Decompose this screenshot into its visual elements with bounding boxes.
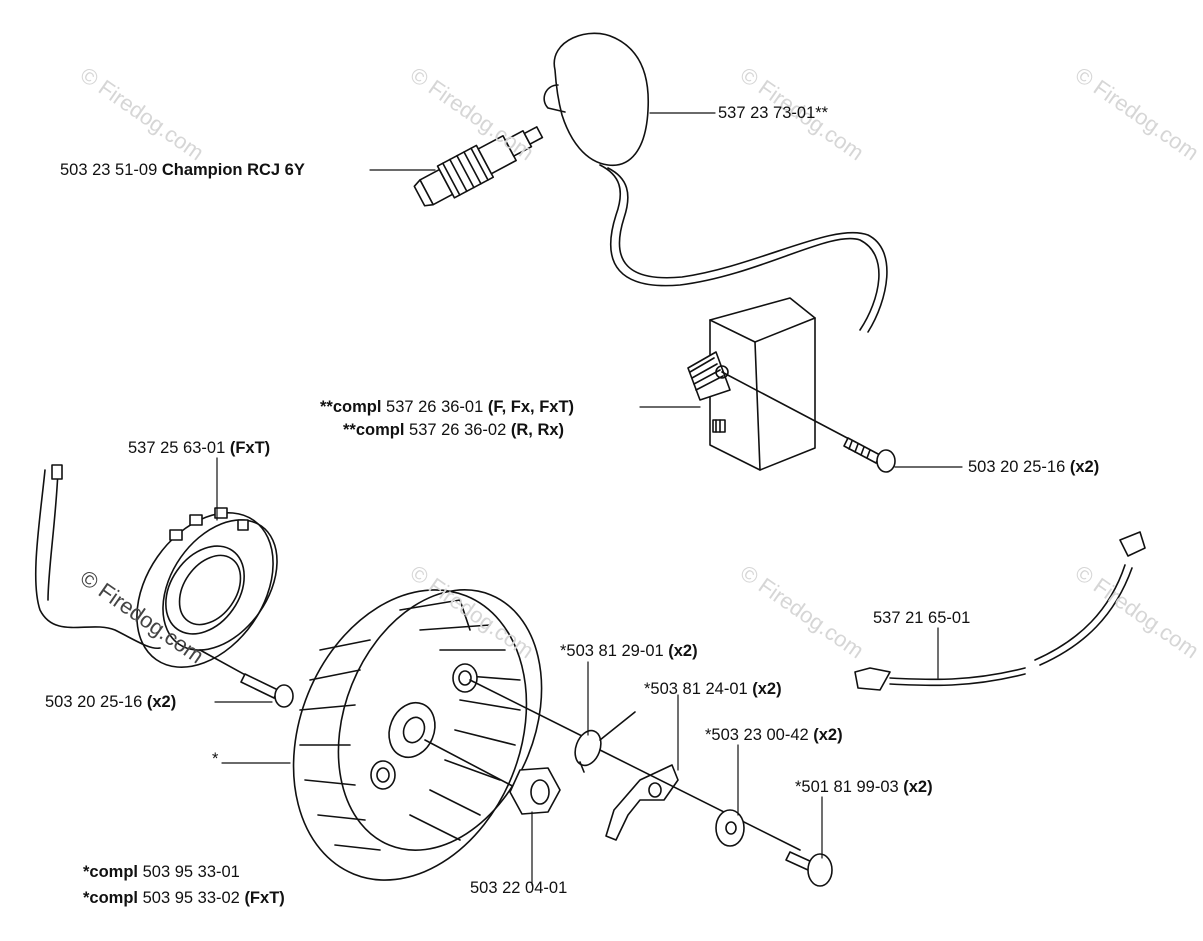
nut xyxy=(424,739,561,815)
label-module-1: **compl 537 26 36-01 (F, Fx, FxT) xyxy=(320,398,575,416)
washer xyxy=(715,809,745,847)
label-pawl-screw: *501 81 99-03 (x2) xyxy=(795,778,933,796)
sensor-ring xyxy=(34,464,278,668)
leader-lines xyxy=(214,112,963,886)
pawl xyxy=(599,749,801,851)
sensor-screw xyxy=(199,649,294,708)
label-plug-cap: 537 23 73-01** xyxy=(718,104,829,122)
label-flywheel-1: *compl 503 95 33-01 xyxy=(83,863,240,881)
spark-plug xyxy=(413,126,544,207)
flywheel xyxy=(292,589,601,881)
label-spring: *503 81 29-01 (x2) xyxy=(560,642,698,660)
label-pawl: *503 81 24-01 (x2) xyxy=(644,680,782,698)
label-sensor: 537 25 63-01 (FxT) xyxy=(128,439,271,457)
cable xyxy=(854,531,1146,691)
label-module-screw: 503 20 25-16 (x2) xyxy=(968,458,1100,476)
label-washer: *503 23 00-42 (x2) xyxy=(705,726,843,744)
pawl-screw xyxy=(785,851,833,887)
ignition-module xyxy=(687,297,896,473)
spark-plug-cap xyxy=(543,32,888,333)
label-module-2: **compl 537 26 36-02 (R, Rx) xyxy=(343,421,565,439)
label-sensor-screw: 503 20 25-16 (x2) xyxy=(45,693,177,711)
label-nut: 503 22 04-01 xyxy=(470,879,568,897)
spring xyxy=(574,711,636,773)
label-flywheel-star: * xyxy=(212,750,219,768)
label-flywheel-2: *compl 503 95 33-02 (FxT) xyxy=(83,889,285,907)
label-spark-plug: 503 23 51-09 Champion RCJ 6Y xyxy=(60,161,305,179)
label-cable: 537 21 65-01 xyxy=(873,609,971,627)
